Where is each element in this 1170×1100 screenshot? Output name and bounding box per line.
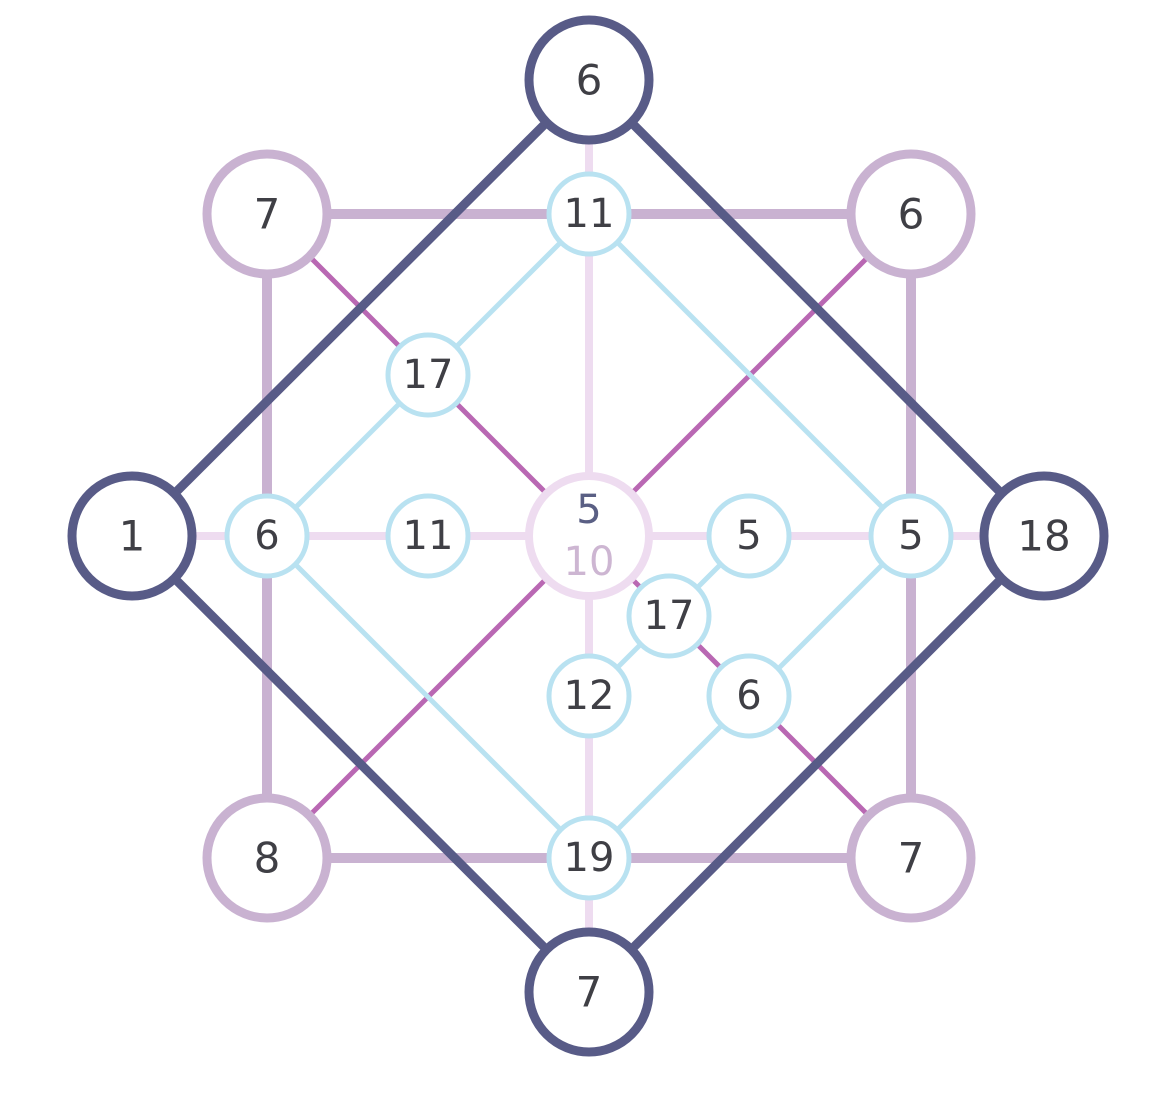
node-value: 7 [254,190,281,239]
node-value: 17 [403,352,454,398]
node-value: 7 [898,834,925,883]
node-value: 5 [898,513,923,559]
corner-node-top-right: 6 [846,149,976,279]
small-node-right-inner: 5 [706,493,792,579]
small-node-top-mid: 11 [546,171,632,257]
node-value: 5 [736,513,761,559]
small-node-bottom-mid: 19 [546,815,632,901]
small-node-upper-left-diag: 17 [385,332,471,418]
node-value: 17 [644,593,695,639]
center-top-value: 5 [576,487,601,533]
outer-square-top-right [585,76,1048,540]
node-value: 1 [119,512,146,561]
node-value: 11 [564,191,615,237]
small-node-right-mid: 5 [868,493,954,579]
node-value: 12 [564,673,615,719]
node-value: 19 [564,835,615,881]
node-value: 11 [403,513,454,559]
node-value: 6 [898,190,925,239]
outer-node-left: 1 [67,471,197,601]
corner-node-top-left: 7 [202,149,332,279]
node-value: 8 [254,834,281,883]
center-node: 5 10 [525,472,653,600]
node-value: 6 [576,56,603,105]
outer-node-bottom: 7 [524,927,654,1057]
outer-square-bottom-left [128,532,593,996]
small-node-lower-center-diag: 17 [626,573,712,659]
corner-node-bottom-right: 7 [846,793,976,923]
small-node-left-inner: 11 [385,493,471,579]
outer-node-right: 18 [979,471,1109,601]
small-node-left-mid: 6 [224,493,310,579]
outer-square-top-left [128,76,593,540]
outer-node-top: 6 [524,15,654,145]
small-node-lower-right-diag: 6 [706,653,792,739]
node-value: 6 [254,513,279,559]
inner-diamond-bottom-left [265,534,591,860]
outer-square-bottom-right [585,532,1048,996]
node-value: 6 [736,673,761,719]
node-value: 7 [576,968,603,1017]
inner-diamond-top-right [587,212,913,538]
node-value: 18 [1017,512,1070,561]
corner-node-bottom-left: 8 [202,793,332,923]
small-node-bottom-inner: 12 [546,653,632,739]
center-bottom-value: 10 [564,539,615,585]
